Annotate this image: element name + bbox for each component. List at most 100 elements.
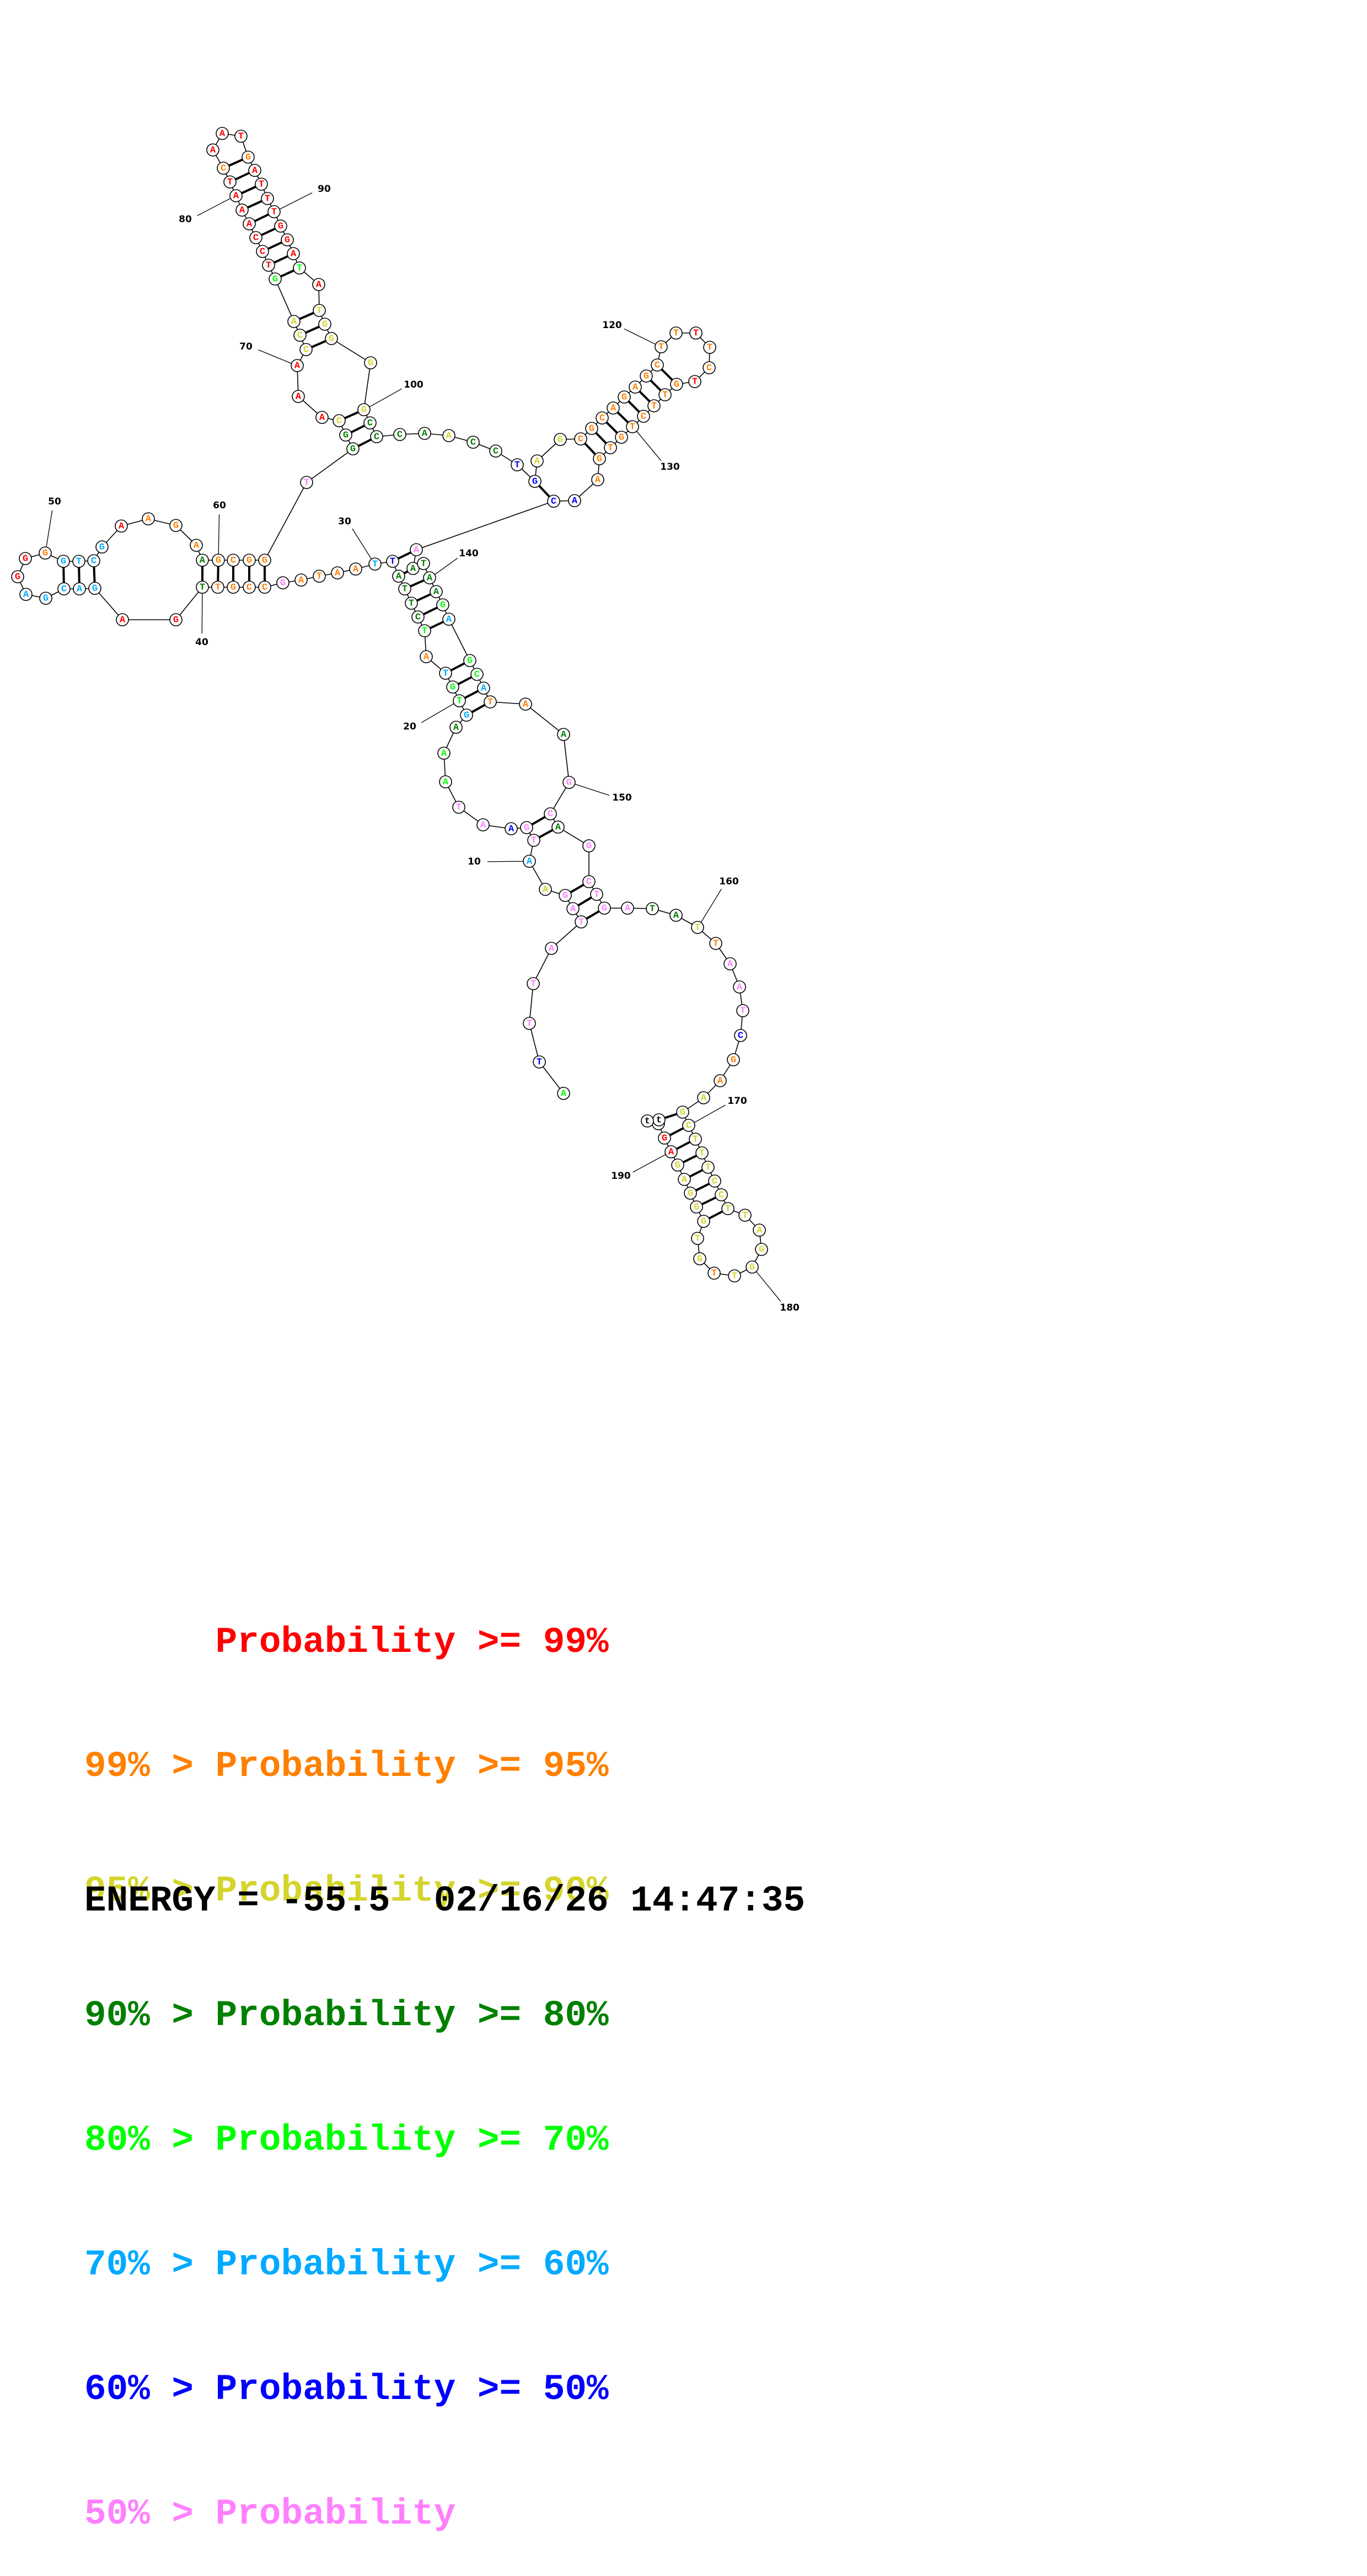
nucleotide-letter: G — [619, 433, 624, 443]
nucleotide-circle — [346, 442, 360, 455]
nucleotide: C — [708, 1174, 721, 1188]
nucleotide-letter: A — [446, 615, 452, 625]
legend-text: Probability >= 90% — [215, 1870, 609, 1912]
legend-prefix — [84, 1622, 216, 1663]
legend-text: Probability >= 95% — [215, 1746, 609, 1788]
nucleotide-circle — [291, 359, 304, 372]
nucleotide: G — [460, 709, 473, 722]
nucleotide-circle — [697, 1091, 710, 1104]
nucleotide: G — [95, 540, 109, 554]
nucleotide-circle — [489, 444, 502, 458]
nucleotide-circle — [604, 441, 617, 454]
nucleotide: T — [262, 259, 275, 272]
nucleotide-letter: A — [410, 564, 416, 575]
nucleotide-circle — [313, 570, 326, 583]
nucleotide-circle — [57, 582, 71, 595]
backbone-segment — [363, 362, 371, 410]
nucleotide: G — [325, 332, 338, 345]
nucleotide: G — [598, 901, 611, 915]
position-leader-line — [575, 783, 610, 796]
nucleotide: A — [406, 562, 420, 575]
nucleotide: A — [557, 728, 570, 741]
nucleotide-letter: T — [317, 306, 322, 316]
nucleotide: A — [142, 512, 155, 525]
nucleotide: G — [242, 151, 255, 164]
nucleotide: C — [467, 436, 480, 449]
position-leader-line — [218, 514, 220, 555]
nucleotide-circle — [349, 562, 362, 576]
nucleotide-circle — [519, 697, 532, 711]
nucleotide-letter: A — [534, 457, 540, 467]
position-leader-line — [487, 861, 524, 862]
position-leader-line — [624, 328, 656, 345]
nucleotide: A — [697, 1091, 710, 1104]
nucleotide: G — [697, 1215, 710, 1228]
nucleotide: A — [591, 473, 604, 486]
nucleotide: T — [647, 399, 661, 412]
nucleotide: T — [453, 694, 466, 707]
nucleotide-circle — [693, 1252, 706, 1265]
nucleotide-letter: C — [641, 412, 646, 422]
nucleotide-letter: A — [443, 777, 449, 788]
nucleotide-letter: G — [61, 557, 66, 567]
nucleotide: A — [349, 562, 362, 576]
nucleotide: G — [582, 839, 596, 852]
nucleotide-circle — [511, 458, 524, 471]
nucleotide-circle — [707, 1266, 721, 1280]
nucleotide: A — [248, 164, 261, 177]
nucleotide-letter: A — [427, 573, 433, 584]
nucleotide-letter: A — [453, 723, 459, 733]
nucleotide-letter: T — [713, 939, 719, 949]
nucleotide-circle — [234, 130, 248, 143]
nucleotide-letter: A — [146, 514, 152, 525]
nucleotide-circle — [437, 747, 451, 760]
position-leader-line — [352, 528, 372, 560]
nucleotide-circle — [533, 1055, 546, 1069]
nucleotide-letter: G — [694, 1203, 699, 1213]
position-label: 20 — [403, 721, 416, 732]
nucleotide: A — [557, 1087, 570, 1100]
nucleotide-letter: C — [367, 418, 373, 429]
position-leader-line — [632, 1154, 666, 1173]
nucleotide-circle — [738, 1209, 752, 1222]
nucleotide-letter: A — [527, 857, 533, 867]
nucleotide: G — [339, 428, 352, 442]
nucleotide: G — [169, 613, 183, 626]
nucleotide: G — [346, 442, 360, 455]
position-label: 130 — [660, 461, 680, 473]
nucleotide: T — [72, 555, 85, 568]
nucleotide-circle — [242, 151, 255, 164]
nucleotide: G — [684, 1187, 697, 1200]
nucleotide: C — [293, 329, 307, 342]
nucleotide-letter: C — [253, 233, 259, 244]
nucleotide-circle — [733, 980, 746, 994]
nucleotide-letter: C — [599, 414, 605, 424]
backbone-segment — [306, 448, 353, 483]
nucleotide-letter: T — [651, 401, 657, 412]
nucleotide-letter: A — [246, 219, 253, 230]
nucleotide-circle — [646, 902, 659, 915]
nucleotide-circle — [678, 1173, 691, 1186]
nucleotide-circle — [460, 709, 473, 722]
nucleotide-circle — [658, 388, 672, 401]
nucleotide-letter: A — [727, 959, 733, 970]
nucleotide-letter: A — [210, 146, 216, 156]
nucleotide-letter: G — [173, 615, 179, 626]
nucleotide: T — [255, 178, 268, 191]
nucleotide-circle — [527, 834, 540, 847]
nucleotide-circle — [95, 540, 109, 554]
nucleotide: G — [585, 422, 598, 435]
nucleotide-circle — [582, 839, 596, 852]
nucleotide-letter: A — [298, 576, 304, 586]
nucleotide-circle — [670, 378, 683, 391]
nucleotide: C — [370, 430, 383, 443]
nucleotide-circle — [615, 431, 628, 444]
nucleotide-circle — [293, 261, 306, 275]
nucleotide-circle — [292, 390, 305, 403]
nucleotide: A — [410, 543, 423, 556]
nucleotide: G — [746, 1260, 759, 1274]
nucleotide-letter: A — [523, 700, 529, 710]
nucleotide-circle — [442, 613, 455, 626]
nucleotide: C — [227, 554, 240, 567]
nucleotide-letter: A — [668, 1147, 674, 1158]
